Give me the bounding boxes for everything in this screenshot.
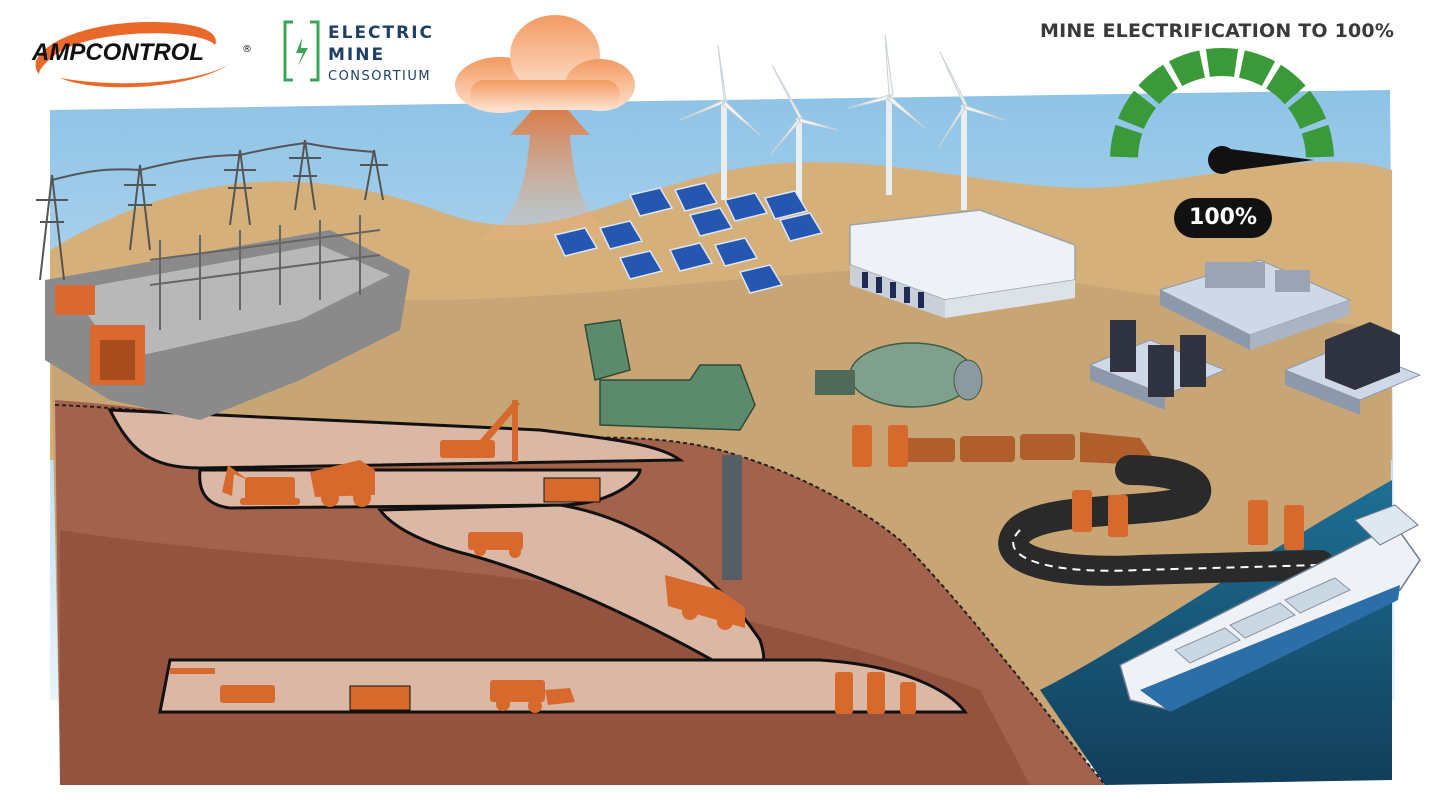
tunnel-upper <box>107 408 685 470</box>
cloud-icon <box>455 15 635 113</box>
ship-icon <box>1119 504 1421 712</box>
ampcontrol-registered-mark: ® <box>242 44 252 55</box>
gauge-segment <box>1239 50 1276 87</box>
substation-pad <box>70 245 390 360</box>
gauge-hub <box>1208 146 1236 174</box>
gauge-segment <box>1301 124 1334 158</box>
excavator-icon <box>222 465 300 505</box>
ventilation-fan-icon <box>584 319 756 431</box>
transformers <box>55 285 145 385</box>
emissions-arrow <box>480 90 620 240</box>
control-room-icon <box>1158 259 1352 350</box>
gauge-needle-shape <box>1222 148 1314 172</box>
haul-truck-icon <box>310 460 745 630</box>
electrification-gauge <box>1110 48 1334 174</box>
emc-wordmark-line1: ELECTRIC <box>328 23 434 43</box>
gauge-needle <box>1208 146 1314 174</box>
gauge-value-badge: 100% <box>1174 198 1272 238</box>
gauge-segment <box>1117 90 1157 129</box>
battery-storage-icon <box>849 209 1076 318</box>
gauge-segment <box>1168 50 1205 87</box>
charging-station-icon <box>835 425 1304 714</box>
electric-mine-consortium-logo: ELECTRIC MINE CONSORTIUM <box>283 20 434 84</box>
gauge-segment <box>1138 64 1178 105</box>
power-pylons <box>36 139 388 281</box>
gauge-segment <box>1266 64 1306 105</box>
gauge-title: MINE ELECTRIFICATION TO 100% <box>1040 20 1395 42</box>
emc-wordmark-line3: CONSORTIUM <box>328 69 431 84</box>
gauge-segment <box>1205 48 1239 77</box>
ball-mill-icon <box>815 342 983 408</box>
gauge-segments <box>1110 48 1334 158</box>
emc-wordmark-line2: MINE <box>328 45 385 65</box>
drill-rig-icon <box>170 400 520 703</box>
data-center-icon <box>1088 320 1422 415</box>
charging-panel-icon <box>349 477 601 711</box>
ampcontrol-wordmark: AMPCONTROL <box>31 39 204 66</box>
ampcontrol-logo: AMPCONTROL ® <box>31 22 252 88</box>
loader-icon <box>468 532 575 713</box>
gauge-segment <box>1110 124 1143 158</box>
substation-structures <box>149 215 381 330</box>
solar-panel-icon <box>553 182 824 294</box>
earth-layer <box>60 530 1030 785</box>
wind-turbine-icon <box>679 34 1006 210</box>
gauge-segment <box>1287 90 1327 129</box>
vertical-shaft <box>722 455 742 580</box>
road-markings <box>1012 529 1321 572</box>
